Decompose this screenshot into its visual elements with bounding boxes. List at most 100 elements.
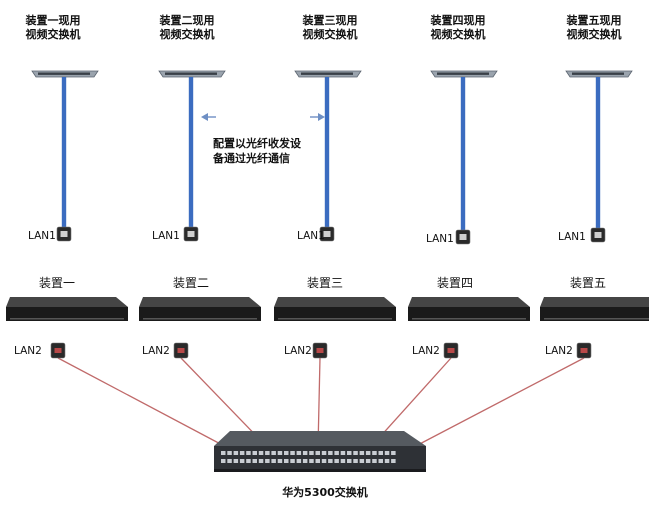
core-switch-port-bottom-16 [315,459,320,463]
core-switch-port-bottom-23 [359,459,365,463]
core-switch-port-top-27 [384,451,390,455]
core-switch-port-top-28 [391,451,396,455]
core-switch-port-top-24 [365,451,371,455]
top-switch-label-1: 装置一现用视频交换机 [25,14,81,41]
core-switch-base [214,469,426,472]
lan1-label-2: LAN1 [152,230,180,242]
lan2-port-jack-5 [580,348,588,353]
core-switch-port-top-1 [221,451,226,455]
core-switch-port-top-19 [334,451,339,455]
core-switch-port-top-2 [227,451,232,455]
device-label-2: 装置二 [172,276,209,290]
device-label-4: 装置四 [436,276,473,290]
device-body-4 [408,307,530,321]
core-switch-port-top-12 [290,451,295,455]
fiber-cable-4 [460,77,466,230]
lan2-label-3: LAN2 [284,345,312,357]
core-switch-port-bottom-10 [277,459,283,463]
core-switch-port-top-15 [309,451,314,455]
device-top-2 [139,297,261,307]
top-switch-ports-5 [572,72,624,75]
core-switch-port-bottom-12 [290,459,295,463]
device-edge-1 [10,318,124,320]
lan1-label-4: LAN1 [426,233,454,245]
core-switch-port-top-26 [378,451,383,455]
lan1-port-jack-3 [323,231,331,237]
core-switch-port-bottom-17 [321,459,327,463]
core-switch-port-bottom-14 [302,459,308,463]
core-switch-port-bottom-5 [246,459,251,463]
core-switch-port-top-5 [246,451,251,455]
core-switch-port-top-18 [328,451,333,455]
core-switch-port-bottom-7 [258,459,264,463]
core-switch-top [214,431,426,446]
core-switch-port-top-11 [284,451,289,455]
core-switch-port-bottom-8 [265,459,270,463]
core-switch-port-top-8 [265,451,270,455]
fiber-note: 配置以光纤收发设 备通过光纤通信 [213,137,301,165]
device-edge-3 [278,318,392,320]
lan2-port-jack-2 [177,348,185,353]
fiber-cable-1 [61,77,67,227]
core-switch-port-bottom-11 [284,459,289,463]
lan1-port-jack-5 [594,232,602,238]
core-switch-port-bottom-22 [353,459,358,463]
ethernet-link-1 [57,357,229,449]
core-switch-port-top-21 [347,451,352,455]
lan1-port-jack-4 [459,234,467,240]
device-edge-4 [412,318,526,320]
core-switch-port-bottom-28 [391,459,396,463]
core-switch-body [214,446,426,470]
core-switch-port-top-9 [271,451,276,455]
core-switch-port-bottom-2 [227,459,232,463]
device-top-1 [6,297,128,307]
core-switch-port-bottom-24 [365,459,371,463]
core-switch-port-bottom-20 [340,459,346,463]
core-switch-port-bottom-3 [233,459,239,463]
device-top-4 [408,297,530,307]
core-switch-port-bottom-21 [347,459,352,463]
core-switch-port-bottom-4 [239,459,245,463]
core-switch-port-top-6 [252,451,257,455]
lan2-label-4: LAN2 [412,345,440,357]
lan1-port-jack-1 [60,231,68,237]
fiber-cable-3 [324,77,330,227]
top-switch-label-3: 装置三现用视频交换机 [302,14,358,41]
right-arrow-head [318,113,325,121]
top-switch-label-4: 装置四现用视频交换机 [430,14,486,41]
core-switch-port-bottom-13 [296,459,302,463]
top-switch-label-2: 装置二现用视频交换机 [159,14,215,41]
lan1-label-3: LAN1 [297,230,325,242]
core-switch-port-top-25 [372,451,377,455]
top-switch-ports-1 [38,72,90,75]
core-switch-label: 华为5300交换机 [282,486,368,499]
core-switch-port-top-17 [321,451,327,455]
device-top-5 [540,297,649,307]
lan2-port-jack-1 [54,348,62,353]
lan1-label-5: LAN1 [558,231,586,243]
device-body-2 [139,307,261,321]
core-switch-port-top-23 [359,451,365,455]
core-switch-port-top-14 [302,451,308,455]
ethernet-link-5 [411,357,585,449]
core-switch-port-bottom-25 [372,459,377,463]
device-edge-5 [544,318,649,320]
fiber-cable-2 [188,77,194,227]
lan2-port-jack-3 [316,348,324,353]
top-switch-label-5: 装置五现用视频交换机 [566,14,622,41]
core-switch-port-bottom-18 [328,459,333,463]
core-switch-port-top-4 [239,451,245,455]
core-switch-port-top-3 [233,451,239,455]
device-body-3 [274,307,396,321]
core-switch-port-bottom-6 [252,459,257,463]
fiber-cable-5 [595,77,601,228]
lan1-label-1: LAN1 [28,230,56,242]
lan2-label-1: LAN2 [14,345,42,357]
core-switch-port-top-7 [258,451,264,455]
core-switch-port-bottom-26 [378,459,383,463]
core-switch-port-top-13 [296,451,302,455]
device-top-3 [274,297,396,307]
core-switch-port-top-10 [277,451,283,455]
core-switch-port-bottom-15 [309,459,314,463]
